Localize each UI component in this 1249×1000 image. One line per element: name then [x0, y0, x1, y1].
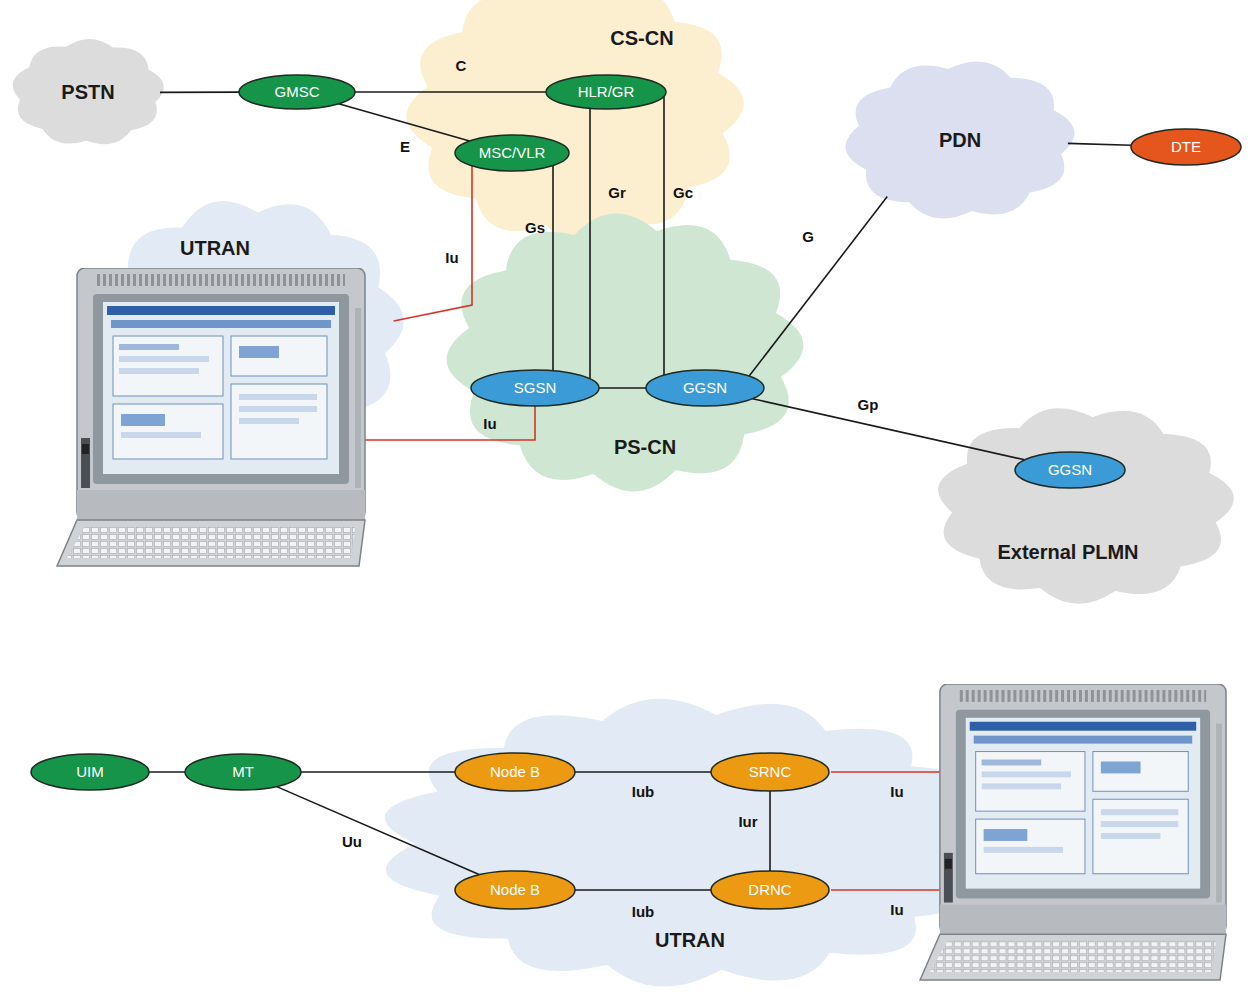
network-element: MSC/VLR — [454, 134, 570, 172]
element-label: GGSN — [1048, 461, 1092, 479]
interface-link — [552, 166, 554, 371]
network-cloud: PDN — [840, 55, 1080, 225]
network-element: MT — [184, 753, 302, 791]
cloud-label: CS-CN — [610, 26, 673, 50]
element-label: SGSN — [514, 379, 557, 397]
cloud-label: UTRAN — [655, 928, 725, 952]
network-element: GMSC — [238, 74, 356, 110]
interface-link — [589, 108, 591, 378]
network-element: GGSN — [1014, 451, 1126, 489]
interface-label: G — [802, 228, 814, 246]
interface-link — [575, 771, 711, 773]
interface-link — [753, 399, 1025, 460]
element-label: GMSC — [275, 83, 320, 101]
interface-link — [663, 96, 665, 375]
cloud-outline — [406, 0, 743, 242]
network-element: SRNC — [710, 752, 830, 792]
interface-label: Iub — [632, 903, 655, 921]
interface-label: Iu — [483, 415, 496, 433]
interface-label: Iub — [632, 783, 655, 801]
cloud-outline — [13, 39, 164, 144]
cloud-label: PSTN — [61, 80, 114, 104]
interface-link — [1068, 143, 1131, 145]
network-element: DRNC — [710, 870, 830, 910]
cloud-label: PS-CN — [614, 435, 676, 459]
protocol-tester — [57, 268, 365, 566]
element-outline — [471, 370, 599, 406]
network-cloud: External PLMN GGSN — [930, 400, 1240, 610]
cloud-outline — [385, 699, 1001, 987]
network-cloud: UTRAN Node B Node B SRNC DRNC — [370, 690, 1010, 995]
element-outline — [239, 75, 355, 109]
element-outline — [31, 754, 149, 790]
interface-label: Gp — [858, 396, 879, 414]
network-cloud: PS-CN SGSN GGSN — [440, 205, 810, 500]
interface-label: Iu — [890, 901, 903, 919]
network-element: Node B — [454, 870, 576, 910]
element-label: GGSN — [683, 379, 727, 397]
element-label: SRNC — [749, 763, 792, 781]
element-outline — [1131, 129, 1241, 165]
interface-label: Gs — [525, 219, 545, 237]
network-element: HLR/GR — [545, 74, 667, 110]
element-outline — [455, 135, 569, 171]
network-cloud: CS-CN HLR/GR MSC/VLR — [400, 0, 750, 250]
element-label: MSC/VLR — [479, 144, 546, 162]
interface-link — [355, 91, 546, 93]
element-label: DTE — [1171, 138, 1201, 156]
protocol-tester — [920, 684, 1226, 980]
iu-wire — [831, 771, 946, 773]
cloud-label: UTRAN — [180, 236, 250, 260]
cloud-shape — [400, 0, 750, 250]
interface-link — [160, 91, 239, 93]
element-outline — [1015, 452, 1125, 488]
network-element: GGSN — [645, 369, 765, 407]
interface-label: C — [456, 57, 467, 75]
element-outline — [546, 75, 666, 109]
interface-label: Iu — [890, 783, 903, 801]
interface-link — [769, 791, 771, 871]
interface-label: Iur — [738, 813, 757, 831]
network-cloud: PSTN — [8, 35, 168, 150]
element-outline — [455, 871, 575, 909]
interface-link — [575, 889, 711, 891]
network-cloud: UTRAN — [90, 190, 410, 470]
network-element: Node B — [454, 752, 576, 792]
interface-link — [149, 771, 185, 773]
element-outline — [711, 753, 829, 791]
iu-wire — [831, 889, 946, 891]
element-outline — [455, 753, 575, 791]
element-label: Node B — [490, 763, 540, 781]
cloud-shape — [930, 400, 1240, 610]
interface-label: Gc — [673, 184, 693, 202]
cloud-label: PDN — [939, 128, 981, 152]
network-element: UIM — [30, 753, 150, 791]
element-outline — [711, 871, 829, 909]
element-outline — [185, 754, 301, 790]
element-outline — [646, 370, 764, 406]
cloud-outline — [447, 214, 804, 492]
network-element: SGSN — [470, 369, 600, 407]
element-label: Node B — [490, 881, 540, 899]
cloud-shape — [90, 190, 410, 470]
interface-label: Uu — [342, 833, 362, 851]
cloud-outline — [845, 62, 1074, 219]
interface-label: Gr — [608, 184, 626, 202]
interface-link — [599, 387, 646, 389]
cloud-label: External PLMN — [997, 540, 1138, 564]
element-label: DRNC — [748, 881, 791, 899]
element-label: MT — [232, 763, 254, 781]
interface-label: E — [400, 138, 410, 156]
interface-link — [301, 771, 455, 773]
element-label: HLR/GR — [578, 83, 635, 101]
network-element: DTE — [1130, 128, 1242, 166]
cloud-outline — [98, 201, 403, 462]
cloud-outline — [938, 408, 1234, 603]
interface-label: Iu — [445, 249, 458, 267]
element-label: UIM — [76, 763, 104, 781]
